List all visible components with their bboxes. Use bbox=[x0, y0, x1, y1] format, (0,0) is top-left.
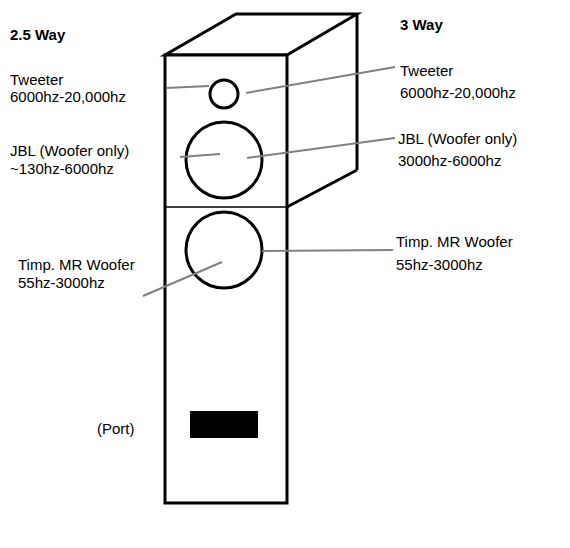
driver-name: Timp. MR Woofer bbox=[18, 256, 135, 273]
driver-name: Tweeter bbox=[400, 62, 453, 79]
frequency-range: 6000hz-20,000hz bbox=[10, 88, 126, 105]
port-opening bbox=[190, 411, 258, 438]
frequency-range: 55hz-3000hz bbox=[18, 274, 105, 291]
heading: 3 Way bbox=[400, 16, 443, 33]
frequency-range: 55hz-3000hz bbox=[396, 256, 483, 273]
frequency-range: 3000hz-6000hz bbox=[398, 152, 501, 169]
driver-name: JBL (Woofer only) bbox=[10, 142, 129, 159]
driver-name: Timp. MR Woofer bbox=[396, 233, 513, 250]
leader-lines bbox=[143, 67, 395, 296]
driver-name: JBL (Woofer only) bbox=[398, 130, 517, 147]
frequency-range: ~130hz-6000hz bbox=[10, 160, 114, 177]
port-label: (Port) bbox=[97, 420, 135, 437]
frequency-range: 6000hz-20,000hz bbox=[400, 84, 516, 101]
driver-name: Tweeter bbox=[10, 71, 63, 88]
heading: 2.5 Way bbox=[10, 26, 65, 43]
